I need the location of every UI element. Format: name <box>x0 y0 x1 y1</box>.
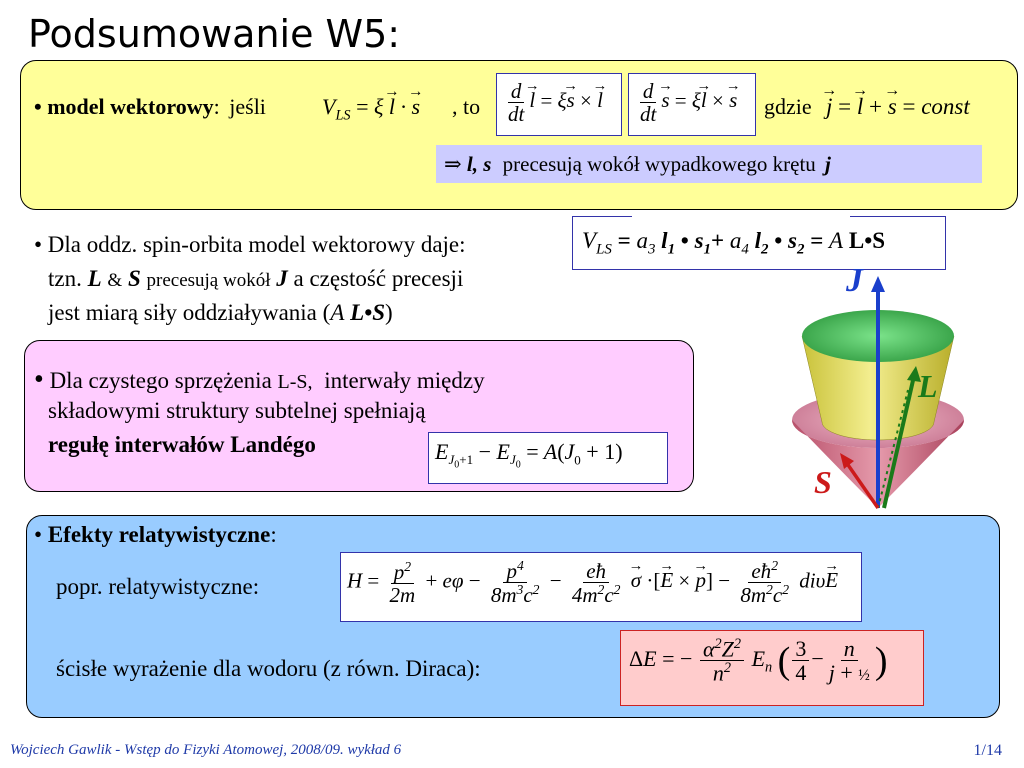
S-label: S <box>814 464 832 500</box>
J-symbol: J <box>276 266 288 291</box>
where-text: gdzie <box>764 94 812 119</box>
implies-arrow: ⇒ <box>444 152 462 176</box>
colon: : <box>270 522 277 547</box>
J-label: J <box>846 262 863 299</box>
sub4: 4 <box>741 241 749 258</box>
dot: • <box>675 228 695 253</box>
relativistic-title: Efekty relatywistyczne <box>47 522 271 547</box>
spin-orbit-formula-box <box>572 216 946 270</box>
tzn-text: tzn. <box>48 266 82 291</box>
LS-product: L•S <box>350 300 386 325</box>
ampersand: & <box>107 270 123 291</box>
sub1b: 1 <box>703 241 712 258</box>
L-vector <box>882 375 916 509</box>
bullet: • <box>34 364 44 395</box>
bullet: • <box>34 522 43 547</box>
sub3: 3 <box>647 241 656 258</box>
vector-model-line: • model wektorowy: jeśli <box>34 94 266 120</box>
page-title: Podsumowanie W5: <box>28 12 401 56</box>
lande-line1: • Dla czystego sprzężenia L-S, interwały… <box>34 364 485 396</box>
dirac-exact-label: ścisłe wyrażenie dla wodoru (z równ. Dir… <box>56 656 481 681</box>
lande-equation: EJ0+1 − EJ0 = A(J0 + 1) <box>435 439 623 471</box>
close-paren: ) <box>385 300 393 325</box>
precess-vars: l, s <box>466 152 492 176</box>
vector-cone-diagram <box>792 276 964 509</box>
equals: = <box>611 228 637 253</box>
dl-dt-equation-box: ddtl = ξs × l <box>496 73 622 136</box>
a3-symbol: a <box>636 228 648 253</box>
A-symbol: A <box>330 300 345 325</box>
dl-dt-equation: ddtl = ξs × l <box>503 80 603 125</box>
spin-orbit-formula: VLS = a3 l1 • s1+ a4 l2 • s2 = A L•S <box>582 228 885 259</box>
precession-note: ⇒ l, s precesują wokół wypadkowego krętu… <box>444 152 831 177</box>
S-arrowhead <box>840 453 854 469</box>
V-symbol: V <box>582 228 597 253</box>
vector-model-label: model wektorowy <box>47 94 214 119</box>
lande-text-c: interwały między <box>324 368 485 393</box>
formula-box-gap <box>632 214 850 219</box>
spin-orbit-line3: jest miarą siły oddziaływania (A L•S) <box>48 300 393 326</box>
bullet: • <box>34 94 42 119</box>
vls-definition: VLS = ξ l · s <box>322 94 420 124</box>
lande-text-a: Dla czystego sprzężenia <box>49 368 272 393</box>
spin-orbit-line1: • Dla oddz. spin-orbita model wektorowy … <box>34 232 466 257</box>
equals2: = <box>804 228 830 253</box>
l1-symbol: l <box>661 228 668 253</box>
s2-symbol: s <box>788 228 797 253</box>
LS-bold: L•S <box>848 228 886 253</box>
l2-symbol: l <box>754 228 761 253</box>
if-text: jeśli <box>229 94 266 119</box>
sub1: 1 <box>667 241 676 258</box>
spin-orbit-line2: tzn. L & S precesują wokół J a częstość … <box>48 266 463 292</box>
ds-dt-equation: ddts = ξl × s <box>635 80 737 125</box>
plus: + <box>711 228 730 253</box>
lande-equation-box: EJ0+1 − EJ0 = A(J0 + 1) <box>428 432 668 484</box>
J-arrowhead <box>871 276 885 292</box>
precession-freq-text: a częstość precesji <box>293 266 464 291</box>
sub2b: 2 <box>796 241 805 258</box>
precession-note-box <box>436 145 982 183</box>
L-arrowhead <box>907 366 921 382</box>
colon: : <box>213 94 220 119</box>
lande-text-b: L-S, <box>277 371 313 393</box>
S-symbol: S <box>127 266 141 291</box>
lande-line3: regułę interwałów Landégo <box>48 432 316 457</box>
L-label: L <box>918 368 938 404</box>
relativistic-heading: • Efekty relatywistyczne: <box>34 522 277 548</box>
comma-to: , to <box>452 94 481 119</box>
sub2: 2 <box>760 241 769 258</box>
A-coef: A <box>829 228 844 253</box>
LS-subscript: LS <box>596 241 612 258</box>
precess-around-text: precesują wokół <box>146 270 271 291</box>
precess-j: j <box>825 152 831 176</box>
lande-rule-box <box>24 340 694 492</box>
page-number: 1/14 <box>973 742 1002 759</box>
L-symbol: L <box>87 266 102 291</box>
relativistic-correction-label: popr. relatywistyczne: <box>56 574 260 599</box>
s1-symbol: s <box>694 228 704 253</box>
measure-text: jest miarą siły oddziaływania ( <box>48 300 331 325</box>
S-vector <box>844 461 880 509</box>
footer-author: Wojciech Gawlik - Wstęp do Fizyki Atomow… <box>10 742 402 758</box>
precess-text: precesują wokół wypadkowego krętu <box>502 152 816 176</box>
j-sum-equation: j = l + s = const <box>826 94 970 120</box>
dot2: • <box>768 228 789 253</box>
lande-line2: składowymi struktury subtelnej spełniają <box>48 398 426 423</box>
ds-dt-equation-box: ddts = ξl × s <box>628 73 756 136</box>
a4-symbol: a <box>729 228 742 253</box>
